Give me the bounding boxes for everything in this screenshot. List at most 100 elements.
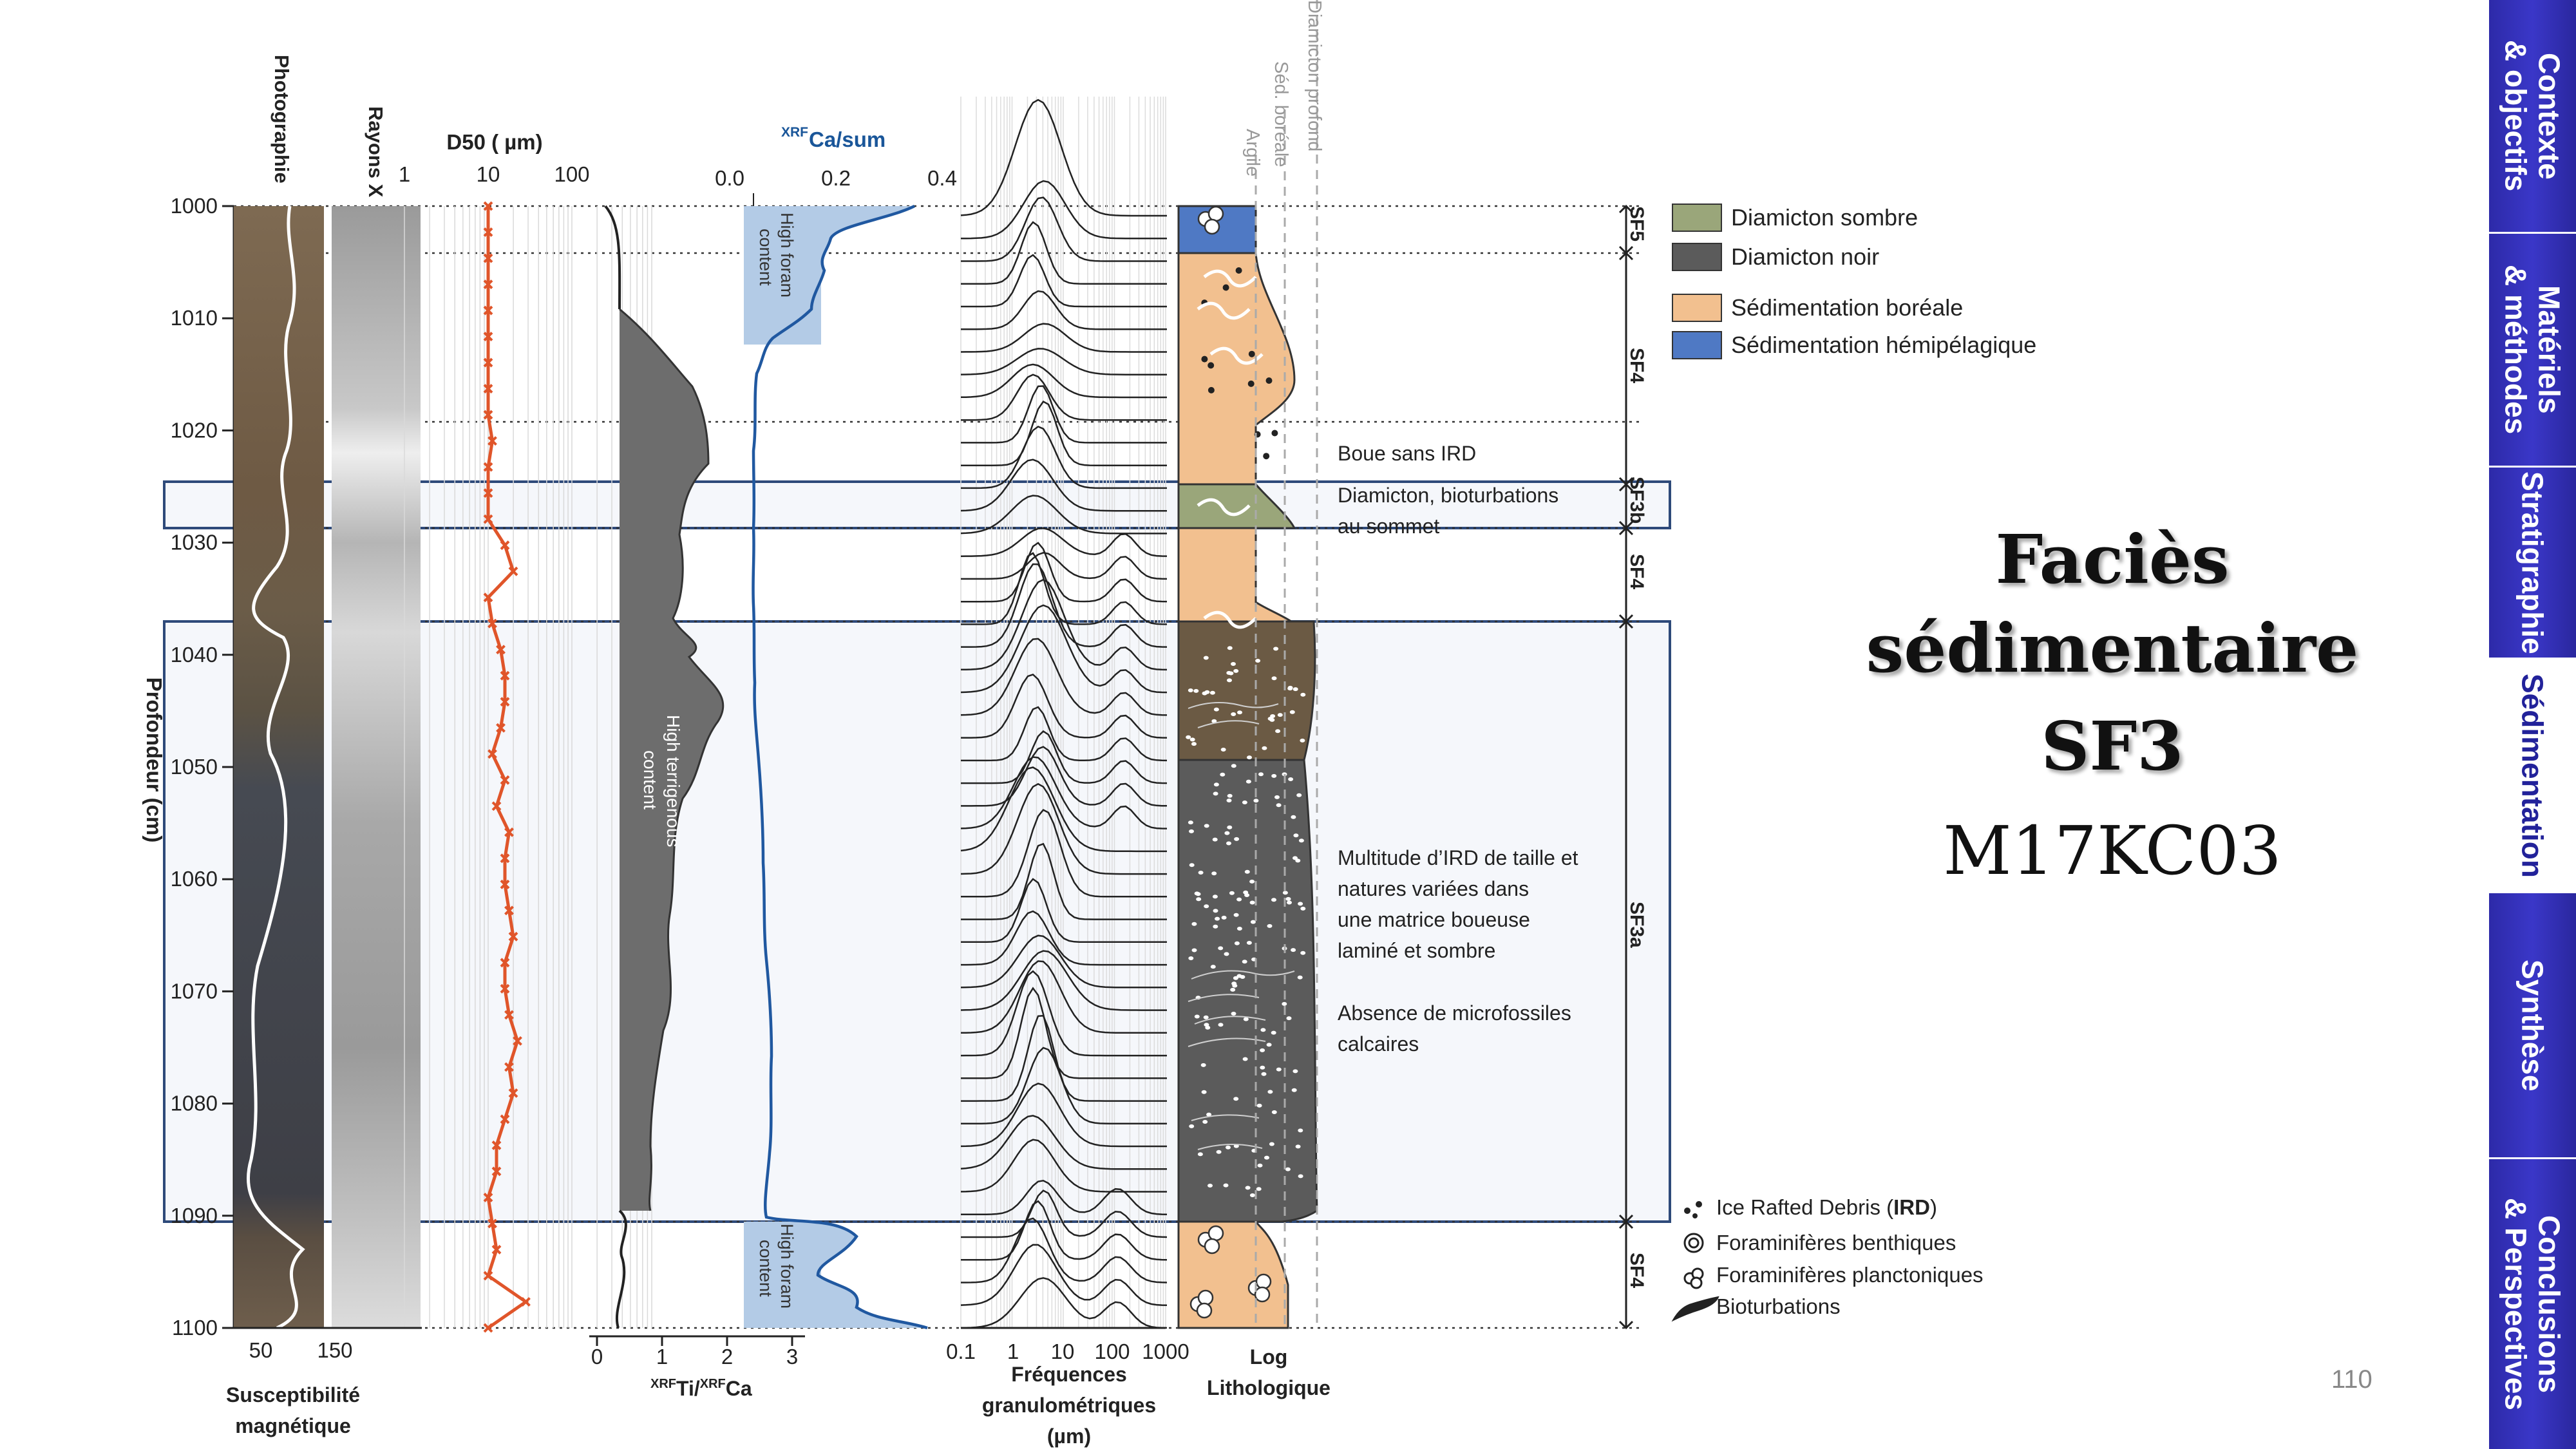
- grain-size-curve: [960, 604, 1168, 694]
- foraminifera-symbols: [1189, 205, 1272, 1319]
- ird-dot: [1204, 824, 1209, 828]
- ird-dot: [1247, 755, 1252, 760]
- ird-dot: [1260, 1048, 1265, 1052]
- ird-dot: [1186, 735, 1191, 739]
- ird-dot: [1218, 946, 1224, 951]
- d50-marker: [500, 879, 510, 889]
- freq-tick-label: 10: [1051, 1340, 1075, 1363]
- sidebar-item-sedimentation[interactable]: Sédimentation: [2489, 659, 2576, 891]
- ird-dot: [1298, 1128, 1303, 1133]
- sidebar-item-label: Synthèse: [2515, 959, 2550, 1092]
- d50-marker: [488, 749, 497, 759]
- ird-dot: [1236, 897, 1242, 902]
- ird-dot: [1231, 981, 1237, 986]
- legend-label: Sédimentation hémipélagique: [1731, 332, 2036, 358]
- sidebar-item-materiels[interactable]: Matériels & méthodes: [2489, 234, 2576, 466]
- d50-marker: [500, 775, 510, 785]
- ird-dot: [1285, 896, 1291, 901]
- ird-dot: [1231, 662, 1236, 666]
- sus-tick-label: 50: [249, 1338, 273, 1362]
- d50-marker: [500, 1114, 510, 1124]
- log-unit-diamicton-dark-top: [1177, 483, 1296, 529]
- ird-dot: [1243, 890, 1249, 895]
- ird-dot: [1243, 1017, 1249, 1021]
- grain-size-curve: [961, 910, 1167, 966]
- ird-dot: [1291, 948, 1296, 952]
- depth-tick-label: 1050: [171, 755, 218, 779]
- grain-size-curve: [961, 425, 1167, 489]
- sidebar-item-label: Stratigraphie: [2515, 471, 2550, 654]
- grain-size-curve: [961, 809, 1167, 898]
- ird-dot: [1235, 267, 1242, 274]
- desc-boue: Boue sans IRD: [1338, 442, 1476, 465]
- grain-size-curve: [961, 1046, 1167, 1125]
- grain-size-curve: [960, 348, 1167, 375]
- ti-tick-label: 2: [721, 1345, 733, 1368]
- d50-marker: [483, 1323, 493, 1333]
- bioturbation-marks: [1197, 269, 1264, 629]
- freq-axis-label: Fréquences: [1011, 1363, 1127, 1386]
- grain-size-curve: [961, 673, 1168, 739]
- ird-dot: [1255, 659, 1261, 663]
- ird-dot: [1271, 1030, 1276, 1035]
- ird-dot: [1298, 838, 1304, 843]
- ird-dot: [1271, 898, 1276, 902]
- sus-tick-label: 150: [317, 1338, 352, 1362]
- grain-size-curve: [961, 842, 1167, 920]
- ird-dot: [1249, 879, 1255, 884]
- ird-dot: [1242, 1057, 1248, 1061]
- ird-dot: [1226, 1145, 1231, 1150]
- ird-dot: [1211, 719, 1217, 723]
- sidebar-item-contexte[interactable]: Contexte & objectifs: [2489, 0, 2576, 232]
- page-number: 110: [2331, 1365, 2372, 1394]
- legend-swatch-hemipelagique: [1672, 331, 1722, 359]
- grain-size-curve: [961, 1189, 1168, 1238]
- sidebar-item-stratigraphie[interactable]: Stratigraphie: [2489, 468, 2576, 658]
- core-name: M17KC03: [1943, 811, 2282, 890]
- ird-dot: [1271, 430, 1278, 437]
- desc-diamicton-2: au sommet: [1338, 515, 1439, 538]
- high-foram-box-bottom: [744, 1222, 821, 1328]
- ird-dot: [1298, 1174, 1303, 1179]
- unit-label-sf3a: SF3a: [1626, 902, 1647, 948]
- log-axis-label: Log: [1250, 1345, 1288, 1368]
- d50-tick-label: 1: [399, 162, 410, 186]
- ird-dot: [1300, 951, 1306, 955]
- ird-dot: [1245, 779, 1251, 784]
- ird-dot: [1263, 453, 1270, 460]
- d50-marker: [500, 540, 510, 551]
- sidebar-item-synthese[interactable]: Synthèse: [2489, 893, 2576, 1157]
- ird-dot: [1198, 871, 1204, 875]
- grain-size-curve: [960, 459, 1167, 512]
- freq-axis-label-3: (µm): [1047, 1425, 1091, 1448]
- d50-marker: [483, 201, 493, 211]
- ird-dot: [1260, 1065, 1265, 1070]
- sidebar-item-conclusions[interactable]: Conclusions & Perspectives: [2489, 1159, 2576, 1449]
- ird-dot: [1196, 897, 1202, 902]
- ird-dot: [1200, 1063, 1206, 1067]
- log-unit-boreal-1: [1177, 252, 1296, 486]
- core-photo: [234, 206, 324, 1328]
- ird-dot: [1226, 670, 1232, 675]
- depth-tick-label: 1010: [171, 306, 218, 330]
- ird-dot: [1202, 1120, 1208, 1124]
- ird-dot: [1248, 350, 1255, 357]
- ird-dot: [1201, 1090, 1207, 1094]
- ird-dot: [1258, 772, 1264, 777]
- ird-dot: [1245, 1186, 1251, 1190]
- log-unit-boreal-2: [1177, 527, 1294, 623]
- ird-dot: [1288, 777, 1294, 781]
- ird-dot: [1211, 871, 1217, 876]
- ird-dot: [1195, 892, 1201, 896]
- sus-axis-label-2: magnétique: [235, 1414, 351, 1437]
- ird-dot: [1256, 1187, 1262, 1191]
- d50-marker: [483, 462, 493, 472]
- ird-dot: [1286, 1016, 1292, 1021]
- ird-bold: IRD: [1893, 1195, 1930, 1219]
- unit-label-sf3b: SF3b: [1626, 477, 1647, 524]
- ird-dot: [1215, 916, 1220, 921]
- d50-marker: [483, 305, 493, 316]
- ird-dot: [1277, 713, 1283, 717]
- grain-size-curve: [960, 363, 1167, 399]
- ird-dot: [1273, 647, 1279, 651]
